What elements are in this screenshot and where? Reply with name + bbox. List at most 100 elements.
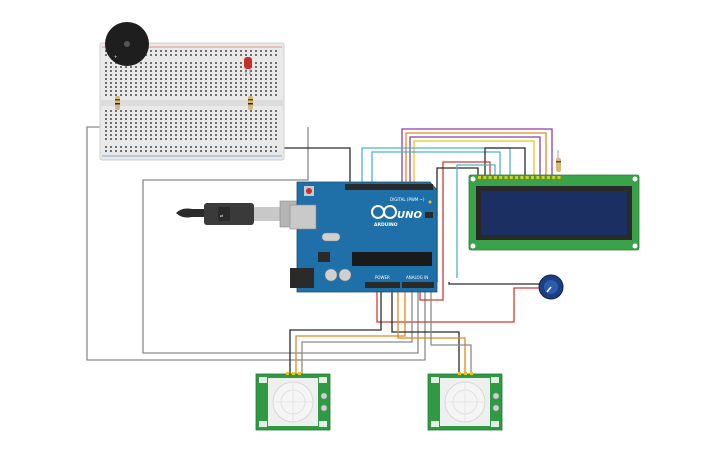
lcd-pin[interactable] [499,176,503,179]
lcd-pin[interactable] [504,176,508,179]
breadboard-hole[interactable] [265,78,267,80]
breadboard-hole[interactable] [230,150,232,152]
breadboard-hole[interactable] [215,150,217,152]
breadboard-hole[interactable] [140,94,142,96]
breadboard-hole[interactable] [250,54,252,56]
breadboard-hole[interactable] [170,150,172,152]
breadboard-hole[interactable] [200,126,202,128]
breadboard-hole[interactable] [220,122,222,124]
breadboard-hole[interactable] [135,74,137,76]
wire-orange-pir-left[interactable] [295,282,406,374]
breadboard-hole[interactable] [145,114,147,116]
breadboard-hole[interactable] [180,110,182,112]
breadboard-hole[interactable] [185,114,187,116]
breadboard-hole[interactable] [190,94,192,96]
breadboard-hole[interactable] [170,50,172,52]
breadboard-hole[interactable] [165,150,167,152]
breadboard-hole[interactable] [235,94,237,96]
breadboard-hole[interactable] [115,126,117,128]
breadboard-hole[interactable] [200,90,202,92]
breadboard-hole[interactable] [140,114,142,116]
breadboard-hole[interactable] [105,62,107,64]
breadboard-hole[interactable] [180,138,182,140]
breadboard-hole[interactable] [120,130,122,132]
breadboard-hole[interactable] [125,110,127,112]
breadboard-hole[interactable] [170,126,172,128]
breadboard-hole[interactable] [225,50,227,52]
breadboard-hole[interactable] [205,114,207,116]
breadboard-hole[interactable] [215,70,217,72]
lcd-pin[interactable] [515,176,519,179]
breadboard-hole[interactable] [270,66,272,68]
breadboard-hole[interactable] [270,50,272,52]
breadboard-hole[interactable] [130,70,132,72]
pir-sensor-right[interactable] [427,372,503,431]
breadboard-hole[interactable] [110,130,112,132]
breadboard-hole[interactable] [255,78,257,80]
breadboard-hole[interactable] [240,70,242,72]
breadboard-hole[interactable] [140,62,142,64]
breadboard-hole[interactable] [135,150,137,152]
breadboard-hole[interactable] [170,138,172,140]
breadboard-hole[interactable] [190,54,192,56]
breadboard-hole[interactable] [185,86,187,88]
breadboard-hole[interactable] [165,50,167,52]
breadboard-hole[interactable] [200,54,202,56]
breadboard-hole[interactable] [245,126,247,128]
breadboard-hole[interactable] [245,146,247,148]
breadboard-hole[interactable] [265,54,267,56]
breadboard-hole[interactable] [185,138,187,140]
breadboard-hole[interactable] [185,130,187,132]
breadboard-hole[interactable] [245,50,247,52]
breadboard-hole[interactable] [200,122,202,124]
breadboard-hole[interactable] [255,86,257,88]
breadboard-hole[interactable] [250,118,252,120]
breadboard-hole[interactable] [160,70,162,72]
breadboard-hole[interactable] [240,82,242,84]
breadboard-hole[interactable] [250,94,252,96]
breadboard-hole[interactable] [110,70,112,72]
breadboard-hole[interactable] [190,134,192,136]
breadboard-hole[interactable] [150,90,152,92]
lcd-16x2[interactable] [468,174,640,251]
breadboard-hole[interactable] [110,138,112,140]
breadboard-hole[interactable] [205,74,207,76]
breadboard-hole[interactable] [150,130,152,132]
breadboard-hole[interactable] [160,90,162,92]
breadboard-hole[interactable] [185,66,187,68]
breadboard-hole[interactable] [220,130,222,132]
breadboard-hole[interactable] [225,90,227,92]
breadboard-hole[interactable] [220,86,222,88]
breadboard-hole[interactable] [175,86,177,88]
breadboard-hole[interactable] [110,94,112,96]
breadboard-hole[interactable] [165,94,167,96]
breadboard-hole[interactable] [170,74,172,76]
breadboard-hole[interactable] [180,134,182,136]
breadboard-hole[interactable] [260,86,262,88]
wire-teal-lcd-1[interactable] [361,147,511,186]
breadboard-hole[interactable] [260,50,262,52]
breadboard-hole[interactable] [160,66,162,68]
breadboard-hole[interactable] [140,146,142,148]
lcd-pin[interactable] [478,176,481,179]
breadboard-hole[interactable] [200,146,202,148]
breadboard-hole[interactable] [175,62,177,64]
breadboard-hole[interactable] [140,138,142,140]
breadboard-hole[interactable] [170,110,172,112]
breadboard-hole[interactable] [220,54,222,56]
breadboard-hole[interactable] [130,90,132,92]
breadboard-hole[interactable] [205,94,207,96]
breadboard-hole[interactable] [110,62,112,64]
breadboard-hole[interactable] [255,50,257,52]
breadboard-hole[interactable] [130,138,132,140]
breadboard-hole[interactable] [170,94,172,96]
breadboard-hole[interactable] [130,94,132,96]
breadboard-hole[interactable] [215,78,217,80]
breadboard-hole[interactable] [210,114,212,116]
breadboard-hole[interactable] [275,138,277,140]
breadboard-hole[interactable] [195,74,197,76]
breadboard-hole[interactable] [165,82,167,84]
breadboard-hole[interactable] [145,122,147,124]
breadboard-hole[interactable] [190,50,192,52]
breadboard-hole[interactable] [145,82,147,84]
